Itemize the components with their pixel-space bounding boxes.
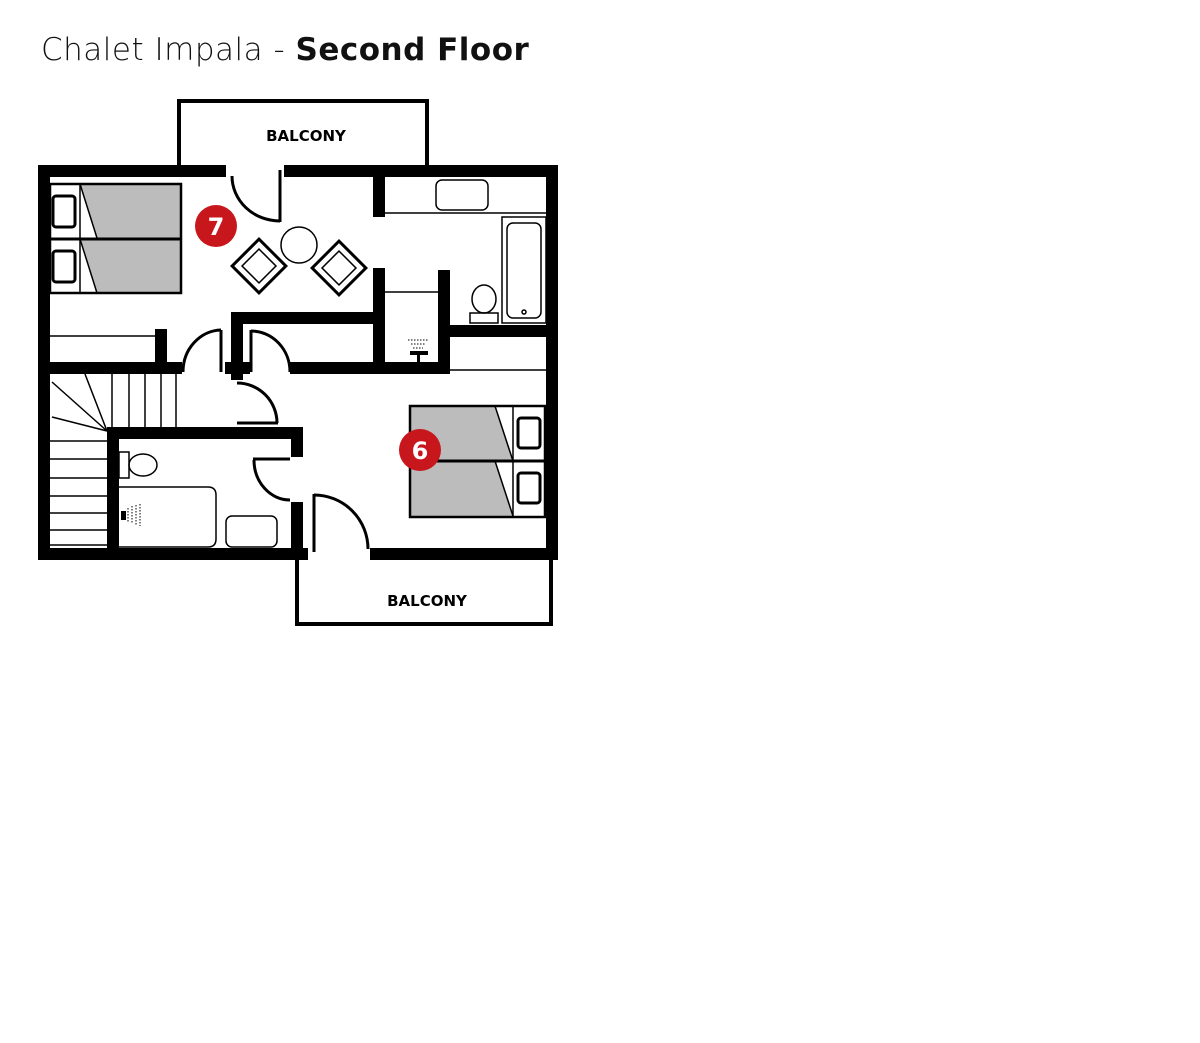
floor-plan-title: Chalet Impala - Second Floor [41, 32, 529, 68]
balcony-bottom: BALCONY [295, 558, 553, 626]
staircase [50, 373, 177, 546]
armchair [230, 237, 288, 295]
floor-name: Second Floor [295, 32, 530, 68]
exterior-walls [38, 165, 558, 560]
bathroom-lower [118, 451, 278, 548]
doors [181, 170, 370, 552]
room-number-7: 7 [208, 213, 225, 241]
armchair [310, 239, 368, 297]
interior-walls [50, 177, 546, 548]
room-number-6: 6 [412, 437, 429, 465]
property-name: Chalet Impala - [41, 32, 296, 68]
room-badge-7: 7 [195, 205, 237, 247]
bathroom-upper [408, 179, 547, 362]
balcony-bottom-label: BALCONY [387, 592, 468, 610]
balcony-top-label: BALCONY [266, 127, 347, 145]
table-and-armchairs [230, 226, 368, 297]
balcony-top: BALCONY [177, 99, 429, 165]
bed-room-7 [48, 182, 183, 295]
room-badge-6: 6 [399, 429, 441, 471]
